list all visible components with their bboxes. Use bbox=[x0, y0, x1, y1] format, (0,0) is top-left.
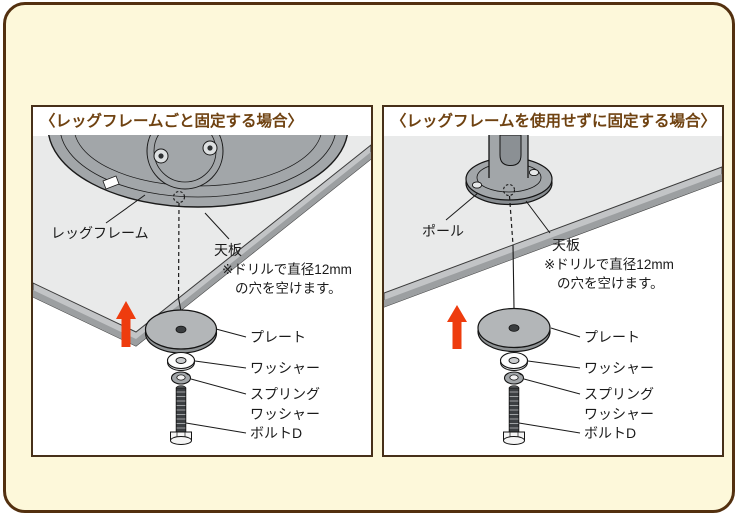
up-arrow bbox=[447, 305, 467, 349]
tabletop-edge bbox=[33, 144, 371, 347]
up-arrow bbox=[116, 301, 136, 347]
leader-line bbox=[185, 422, 247, 434]
plate-label: プレート bbox=[250, 329, 306, 345]
leader-line bbox=[204, 212, 230, 240]
plate-hole bbox=[508, 324, 520, 332]
washer-hole bbox=[175, 357, 187, 364]
frame-screw-center bbox=[207, 145, 213, 151]
panel-title: 〈レッグフレームごと固定する場合〉 bbox=[40, 113, 304, 130]
leader-line bbox=[194, 360, 247, 369]
spring-washer-label-line2: ワッシャー bbox=[584, 406, 654, 422]
spring-washer bbox=[503, 371, 525, 385]
washer bbox=[499, 351, 529, 371]
plate-label: プレート bbox=[584, 329, 640, 345]
pole-label: ポール bbox=[422, 223, 464, 239]
leg-frame-notch bbox=[102, 175, 120, 190]
bolt bbox=[170, 385, 192, 445]
spring-washer-split bbox=[517, 372, 522, 376]
tabletop-edge-shadow bbox=[384, 174, 722, 307]
washer-label: ワッシャー bbox=[584, 360, 654, 376]
spring-washer-hole bbox=[509, 374, 519, 381]
bolt-threads bbox=[509, 391, 519, 429]
bolt-label: ボルトD bbox=[584, 425, 636, 441]
leg-frame bbox=[48, 135, 348, 208]
plate-hole bbox=[175, 325, 187, 334]
plate bbox=[477, 307, 551, 353]
flange-hole bbox=[528, 168, 540, 177]
frame-screw-center bbox=[158, 153, 164, 159]
flange-hole bbox=[471, 181, 483, 189]
plate bbox=[144, 309, 218, 354]
leg-frame-rim-line-outer bbox=[60, 135, 336, 198]
panel-without-leg-frame: 〈レッグフレームを使用せずに固定する場合〉 bbox=[382, 105, 724, 457]
leader-line bbox=[445, 192, 479, 221]
leader-line bbox=[518, 422, 581, 434]
tabletop bbox=[384, 136, 722, 308]
washer bbox=[166, 351, 196, 371]
bolt-head-bottom bbox=[503, 436, 525, 445]
spring-washer-label-line2: ワッシャー bbox=[250, 406, 320, 422]
assembly-diagram-without-leg-frame: ポール 天板 ※ドリルで直径12mm の穴を空けます。 プレート ワッシャー ス… bbox=[384, 135, 722, 445]
bolt-label: ボルトD bbox=[250, 425, 302, 441]
leader-line bbox=[215, 328, 247, 338]
panel-title: 〈レッグフレームを使用せずに固定する場合〉 bbox=[391, 113, 717, 130]
spring-washer bbox=[170, 371, 192, 385]
bolt-head-bottom bbox=[170, 436, 192, 445]
spring-washer-hole bbox=[176, 374, 186, 381]
washer-hole bbox=[508, 357, 520, 364]
bolt bbox=[503, 385, 525, 445]
spring-washer-label-line1: スプリング bbox=[584, 386, 654, 402]
tabletop-label: 天板 bbox=[214, 242, 242, 258]
callouts bbox=[445, 192, 581, 434]
pole bbox=[465, 135, 553, 206]
drill-note-line1: ※ドリルで直径12mm bbox=[222, 262, 352, 277]
pole-inner-tube bbox=[499, 135, 522, 167]
tabletop-label: 天板 bbox=[552, 237, 580, 253]
assembly-diagram-with-leg-frame: レッグフレーム 天板 ※ドリルで直径12mm の穴を空けます。 プレート ワッシ… bbox=[33, 135, 371, 445]
bolt-threads bbox=[176, 391, 186, 429]
spring-washer-label-line1: スプリング bbox=[250, 386, 320, 402]
leg-frame-label: レッグフレーム bbox=[51, 225, 149, 241]
instruction-card: 〈レッグフレームごと固定する場合〉 bbox=[3, 2, 735, 513]
leader-line bbox=[550, 327, 581, 338]
leader-line bbox=[527, 360, 581, 369]
washer-label: ワッシャー bbox=[250, 360, 320, 376]
leader-line bbox=[190, 378, 247, 395]
callouts bbox=[105, 194, 247, 434]
drill-note-line1: ※ドリルで直径12mm bbox=[544, 257, 674, 272]
leader-line bbox=[105, 194, 146, 224]
leader-line bbox=[523, 378, 581, 395]
drill-note-line2: の穴を空けます。 bbox=[235, 281, 342, 296]
drill-note-line2: の穴を空けます。 bbox=[557, 276, 664, 291]
drill-hole-marker bbox=[502, 183, 516, 197]
panel-with-leg-frame: 〈レッグフレームごと固定する場合〉 bbox=[31, 105, 373, 457]
spring-washer-split bbox=[184, 372, 189, 376]
drill-hole-marker bbox=[172, 190, 186, 204]
leader-line bbox=[525, 200, 551, 234]
